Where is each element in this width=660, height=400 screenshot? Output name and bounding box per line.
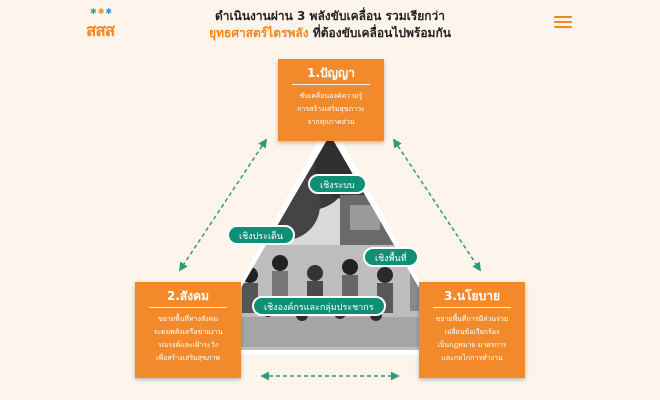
box-wisdom-title: 1.ปัญญา <box>292 59 370 85</box>
pill-system[interactable]: เชิงระบบ <box>308 174 367 194</box>
community-photo <box>205 135 455 350</box>
box-policy: 3.นโยบาย ขยายพื้นที่การมีส่วนร่วม เปลี่ย… <box>419 282 525 378</box>
pill-org[interactable]: เชิงองค์กรและกลุ่มประชากร <box>252 296 386 316</box>
box-policy-line: เป็นกฎหมาย มาตรการ <box>437 341 507 349</box>
pill-issue[interactable]: เชิงประเด็น <box>227 225 296 245</box>
headline-line-2-rest: ที่ต้องขับเคลื่อนไปพร้อมกัน <box>308 26 451 40</box>
box-social-description: ขยายพื้นที่ทางสังคม ระดมพลังเครือข่ายงาน… <box>135 308 241 365</box>
box-social-title: 2.สังคม <box>149 282 227 308</box>
box-social-line: เพื่อสร้างเสริมสุขภาพ <box>156 354 220 362</box>
box-wisdom-line: การสร้างเสริมสุขภาวะ <box>297 105 365 113</box>
box-policy-title: 3.นโยบาย <box>433 282 511 308</box>
logo-text: สสส <box>86 21 115 41</box>
dashed-double-arrow-icon <box>393 138 481 272</box>
box-social-line: รณรงค์และเฝ้าระวัง <box>158 341 218 349</box>
page-headline: ดำเนินงานผ่าน 3 พลังขับเคลื่อน รวมเรียกว… <box>170 8 490 42</box>
dashed-double-arrow-icon <box>179 138 267 272</box>
box-policy-line: ขยายพื้นที่การมีส่วนร่วม <box>435 315 509 323</box>
logo-figures-icon: ✱✱✱ <box>90 7 114 16</box>
box-social: 2.สังคม ขยายพื้นที่ทางสังคม ระดมพลังเครื… <box>135 282 241 378</box>
thaihealth-logo[interactable]: ✱✱✱ สสส <box>86 7 126 42</box>
box-wisdom-line: จากทุกภาคส่วน <box>307 118 355 126</box>
box-policy-line: และกลไกการทำงาน <box>441 354 503 362</box>
box-policy-description: ขยายพื้นที่การมีส่วนร่วม เปลี่ยนข้อเรียก… <box>419 308 525 365</box>
hamburger-menu-icon[interactable] <box>554 16 572 30</box>
box-policy-line: เปลี่ยนข้อเรียกร้อง <box>444 328 500 336</box>
site-header: ✱✱✱ สสส ดำเนินงานผ่าน 3 พลังขับเคลื่อน ร… <box>0 0 660 50</box>
tri-power-diagram: 1.ปัญญา ขับเคลื่อนองค์ความรู้ การสร้างเส… <box>0 50 660 400</box>
box-wisdom-description: ขับเคลื่อนองค์ความรู้ การสร้างเสริมสุขภา… <box>278 85 384 129</box>
box-wisdom-line: ขับเคลื่อนองค์ความรู้ <box>299 92 363 100</box>
pill-area[interactable]: เชิงพื้นที่ <box>363 247 419 267</box>
box-social-line: ระดมพลังเครือข่ายงาน <box>153 328 223 336</box>
box-wisdom: 1.ปัญญา ขับเคลื่อนองค์ความรู้ การสร้างเส… <box>278 59 384 141</box>
headline-line-1: ดำเนินงานผ่าน 3 พลังขับเคลื่อน รวมเรียกว… <box>215 9 445 23</box>
box-social-line: ขยายพื้นที่ทางสังคม <box>158 315 218 323</box>
headline-highlight: ยุทธศาสตร์ไตรพลัง <box>209 26 309 40</box>
